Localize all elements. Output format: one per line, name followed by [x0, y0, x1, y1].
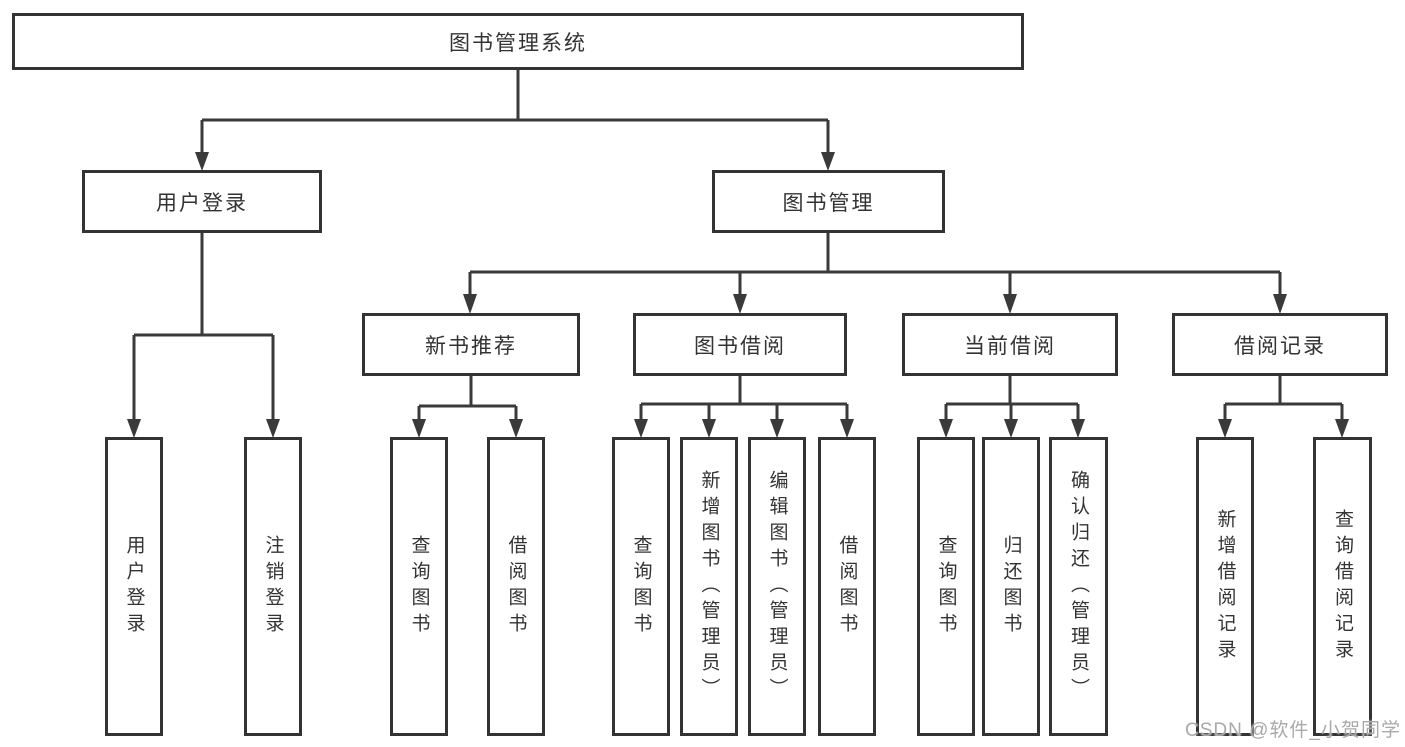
leaf-current-return-book: 归还图书 — [982, 437, 1040, 736]
node-label: 查询图书 — [630, 534, 652, 639]
node-book-borrowing: 图书借阅 — [633, 313, 847, 376]
node-label: 图书管理系统 — [449, 31, 587, 55]
leaf-borrowing-edit-book-admin: 编辑图书（管理员） — [748, 437, 806, 736]
node-label: 确认归还（管理员） — [1068, 469, 1089, 704]
node-label: 新书推荐 — [425, 334, 517, 358]
node-borrowing-records: 借阅记录 — [1172, 313, 1388, 376]
node-root-system: 图书管理系统 — [12, 13, 1024, 70]
leaf-records-query-record: 查询借阅记录 — [1313, 437, 1372, 736]
leaf-current-confirm-return-admin: 确认归还（管理员） — [1049, 437, 1108, 736]
leaf-borrowing-query-book: 查询图书 — [612, 437, 670, 736]
csdn-watermark: CSDN @软件_小贺同学 — [1185, 720, 1401, 741]
leaf-user-login: 用户登录 — [105, 437, 163, 736]
leaf-records-add-record: 新增借阅记录 — [1196, 437, 1254, 736]
node-label: 编辑图书（管理员） — [766, 469, 788, 704]
node-label: 新增图书（管理员） — [698, 469, 720, 704]
node-user-login-branch: 用户登录 — [82, 170, 322, 233]
node-current-borrowing: 当前借阅 — [902, 313, 1118, 376]
node-label: 查询图书 — [408, 534, 430, 639]
node-label: 新增借阅记录 — [1214, 508, 1236, 665]
node-label: 借阅记录 — [1234, 334, 1326, 358]
node-book-management-branch: 图书管理 — [712, 170, 945, 233]
node-label: 查询借阅记录 — [1332, 508, 1353, 665]
leaf-current-query-book: 查询图书 — [917, 437, 975, 736]
node-label: 借阅图书 — [836, 534, 858, 639]
node-label: 用户登录 — [123, 534, 145, 639]
node-new-book-recommend: 新书推荐 — [362, 313, 580, 376]
node-label: 图书借阅 — [694, 334, 786, 358]
node-label: 归还图书 — [1000, 534, 1022, 639]
leaf-newbook-borrow-book: 借阅图书 — [487, 437, 545, 736]
node-label: 用户登录 — [156, 191, 248, 215]
leaf-borrowing-borrow-book: 借阅图书 — [818, 437, 876, 736]
node-label: 当前借阅 — [964, 334, 1056, 358]
leaf-logout: 注销登录 — [244, 437, 302, 736]
node-label: 查询图书 — [935, 534, 957, 639]
node-label: 图书管理 — [782, 191, 875, 215]
leaf-borrowing-add-book-admin: 新增图书（管理员） — [680, 437, 738, 736]
node-label: 借阅图书 — [505, 534, 527, 639]
node-label: 注销登录 — [262, 534, 284, 639]
leaf-newbook-query-book: 查询图书 — [390, 437, 448, 736]
